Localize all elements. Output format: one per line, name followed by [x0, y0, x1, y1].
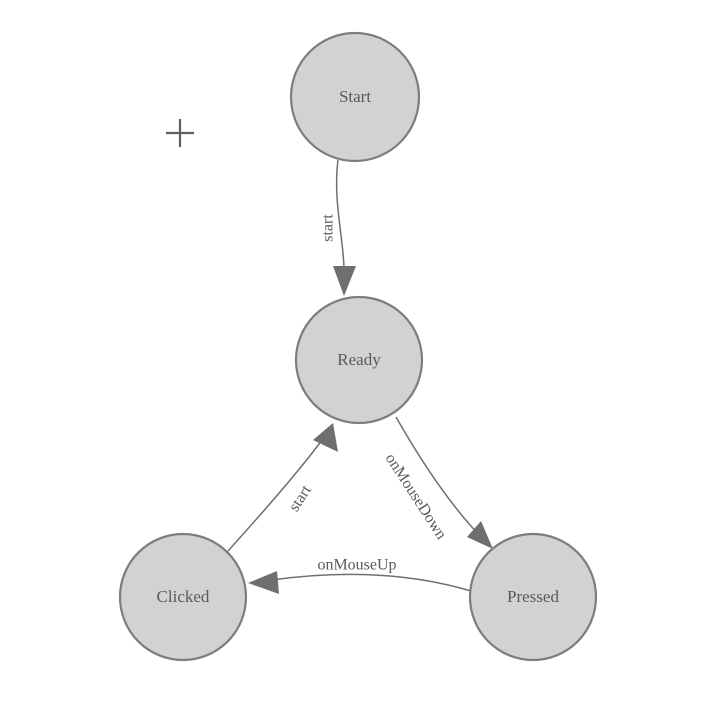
node-start[interactable]: Start: [289, 31, 421, 163]
arrowhead-into-ready-top: [333, 266, 356, 296]
edge-pressed-to-clicked-path: [271, 573, 472, 592]
node-clicked[interactable]: Clicked: [118, 532, 248, 662]
edge-pressed-to-clicked[interactable]: onMouseUp: [248, 557, 472, 594]
crosshair-marker[interactable]: [166, 119, 194, 147]
edge-start-to-ready-path: [335, 159, 345, 269]
node-pressed-label: Pressed: [507, 587, 559, 606]
edge-ready-to-pressed-path: [395, 416, 483, 539]
node-clicked-label: Clicked: [157, 587, 210, 606]
node-start-label: Start: [339, 87, 371, 106]
node-clicked-circle[interactable]: [118, 532, 248, 662]
arrowhead-into-ready-bottom: [313, 423, 338, 452]
edge-clicked-to-ready-path: [227, 439, 323, 552]
edge-start-to-ready[interactable]: start: [320, 159, 356, 296]
node-pressed[interactable]: Pressed: [468, 532, 598, 662]
node-ready-label: Ready: [337, 350, 381, 369]
edge-label-clicked-to-ready: start: [286, 482, 316, 515]
edge-clicked-to-ready[interactable]: start: [227, 423, 338, 552]
edge-label-ready-to-pressed: onMouseDown: [382, 451, 450, 543]
edge-label-pressed-to-clicked: onMouseUp: [317, 557, 396, 574]
node-ready-circle[interactable]: [294, 295, 424, 425]
arrowhead-into-pressed: [467, 521, 493, 549]
node-start-circle[interactable]: [289, 31, 421, 163]
node-ready[interactable]: Ready: [294, 295, 424, 425]
node-pressed-circle[interactable]: [468, 532, 598, 662]
edge-label-start-to-ready: start: [320, 214, 337, 242]
arrowhead-into-clicked: [248, 571, 279, 594]
edge-ready-to-pressed[interactable]: onMouseDown: [382, 416, 493, 549]
